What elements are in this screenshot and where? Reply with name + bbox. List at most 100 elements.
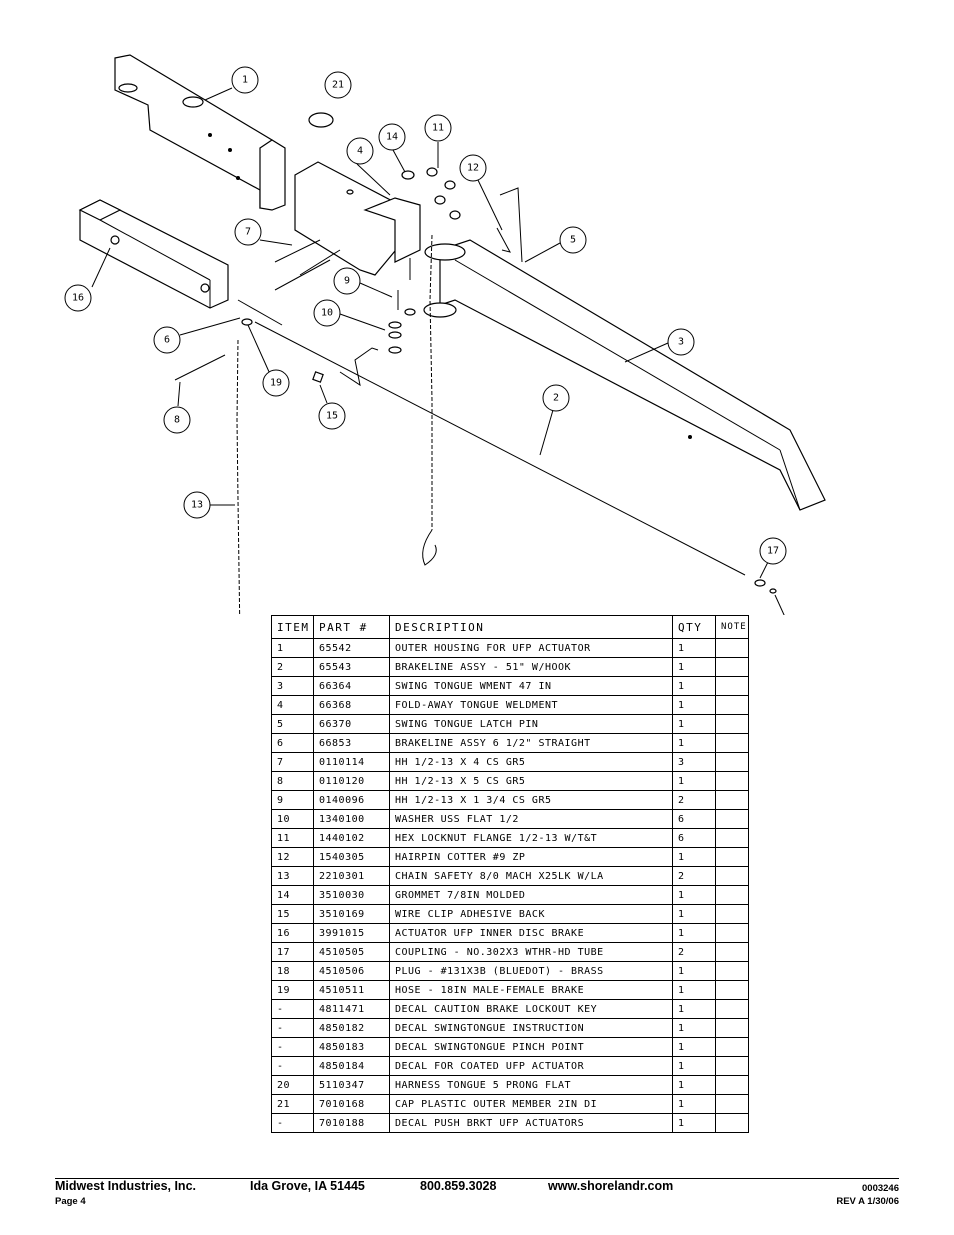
cell-qty: 1	[672, 733, 716, 753]
cell-item: 9	[271, 790, 314, 810]
footer-divider	[55, 1178, 899, 1179]
footer-website[interactable]: www.shorelandr.com	[548, 1179, 674, 1193]
cell-part-number: 7010168	[313, 1094, 390, 1114]
callout-7: 7	[234, 218, 262, 246]
cell-note	[715, 1094, 749, 1114]
cell-note	[715, 1056, 749, 1076]
cell-description: SWING TONGUE LATCH PIN	[389, 714, 673, 734]
brakelines-part	[237, 299, 777, 594]
svg-text:17: 17	[767, 546, 779, 557]
cell-note	[715, 923, 749, 943]
callout-15: 15	[318, 402, 346, 430]
cell-item: 21	[271, 1094, 314, 1114]
cell-item: 2	[271, 657, 314, 677]
cell-qty: 3	[672, 752, 716, 772]
cell-part-number: 3510030	[313, 885, 390, 905]
cell-note	[715, 904, 749, 924]
svg-text:21: 21	[332, 80, 344, 91]
bolts-part	[174, 239, 341, 381]
footer-company: Midwest Industries, Inc.	[55, 1179, 196, 1193]
cell-item: 14	[271, 885, 314, 905]
cell-part-number: 2210301	[313, 866, 390, 886]
cell-description: WASHER USS FLAT 1/2	[389, 809, 673, 829]
cell-note	[715, 657, 749, 677]
actuator-part	[78, 199, 229, 309]
cell-item: 7	[271, 752, 314, 772]
cell-note	[715, 714, 749, 734]
header-qty: QTY	[672, 615, 716, 639]
cell-note	[715, 1018, 749, 1038]
callout-21: 21	[324, 71, 352, 99]
cell-part-number: 66368	[313, 695, 390, 715]
hardware-stack-part	[388, 167, 461, 354]
cell-qty: 1	[672, 999, 716, 1019]
cell-qty: 1	[672, 1075, 716, 1095]
cell-qty: 6	[672, 828, 716, 848]
hairpin-part	[496, 227, 511, 253]
cell-part-number: 1340100	[313, 809, 390, 829]
svg-text:6: 6	[164, 335, 170, 346]
cell-qty: 1	[672, 1094, 716, 1114]
cell-note	[715, 1037, 749, 1057]
footer-page-number: Page 4	[55, 1196, 86, 1207]
cell-note	[715, 999, 749, 1019]
callout-2: 2	[542, 384, 570, 412]
cell-description: HH 1/2-13 X 5 CS GR5	[389, 771, 673, 791]
cell-item: 16	[271, 923, 314, 943]
cell-qty: 6	[672, 809, 716, 829]
swing-tongue-part	[423, 239, 826, 511]
cell-description: ACTUATOR UFP INNER DISC BRAKE	[389, 923, 673, 943]
cell-item: 15	[271, 904, 314, 924]
svg-text:19: 19	[270, 378, 282, 389]
cell-qty: 1	[672, 923, 716, 943]
cell-description: WIRE CLIP ADHESIVE BACK	[389, 904, 673, 924]
cell-description: DECAL PUSH BRKT UFP ACTUATORS	[389, 1113, 673, 1133]
cell-description: DECAL SWINGTONGUE PINCH POINT	[389, 1037, 673, 1057]
cell-part-number: 66364	[313, 676, 390, 696]
cell-note	[715, 980, 749, 1000]
cell-description: BRAKELINE ASSY 6 1/2" STRAIGHT	[389, 733, 673, 753]
callout-4: 4	[346, 137, 374, 165]
svg-text:15: 15	[326, 411, 338, 422]
callout-3: 3	[667, 328, 695, 356]
cell-qty: 2	[672, 790, 716, 810]
cell-item: 8	[271, 771, 314, 791]
cell-part-number: 4850184	[313, 1056, 390, 1076]
footer-revision: REV A 1/30/06	[836, 1196, 899, 1207]
callout-12: 12	[459, 154, 487, 182]
cell-qty: 1	[672, 1056, 716, 1076]
callout-5: 5	[559, 226, 587, 254]
cell-part-number: 4510506	[313, 961, 390, 981]
cell-item: -	[271, 1018, 314, 1038]
cell-qty: 1	[672, 771, 716, 791]
cell-part-number: 4811471	[313, 999, 390, 1019]
cell-qty: 2	[672, 866, 716, 886]
cell-part-number: 4850183	[313, 1037, 390, 1057]
cell-item: 6	[271, 733, 314, 753]
cell-qty: 1	[672, 714, 716, 734]
cell-description: HH 1/2-13 X 1 3/4 CS GR5	[389, 790, 673, 810]
header-note: NOTE	[715, 615, 749, 639]
svg-text:10: 10	[321, 308, 333, 319]
header-description: DESCRIPTION	[389, 615, 673, 639]
cell-description: SWING TONGUE WMENT 47 IN	[389, 676, 673, 696]
cell-description: DECAL SWINGTONGUE INSTRUCTION	[389, 1018, 673, 1038]
cell-qty: 1	[672, 961, 716, 981]
cell-description: DECAL FOR COATED UFP ACTUATOR	[389, 1056, 673, 1076]
svg-text:4: 4	[357, 146, 363, 157]
cell-item: 5	[271, 714, 314, 734]
